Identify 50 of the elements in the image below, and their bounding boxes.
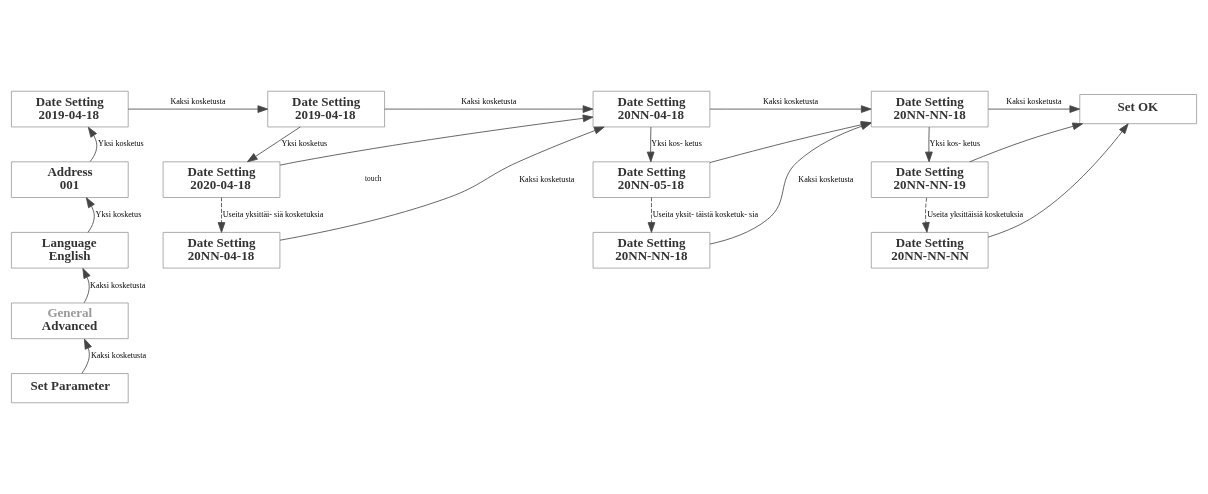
arrow bbox=[922, 197, 930, 233]
arrow bbox=[81, 338, 92, 374]
edge-label: Kaksi kosketusta bbox=[90, 280, 146, 290]
edge-label: Yksi kos- ketus bbox=[651, 139, 702, 149]
arrow bbox=[709, 105, 872, 113]
node-box: Date Setting 20NN-04-18 bbox=[162, 232, 281, 269]
label: touch bbox=[365, 174, 382, 184]
arrow bbox=[647, 197, 656, 233]
arrow bbox=[279, 126, 605, 241]
arrow bbox=[82, 267, 91, 304]
node-box: Date Setting 20NN-05-18 bbox=[592, 161, 711, 198]
edge-label: Kaksi kosketusta bbox=[90, 351, 147, 361]
node-box: Date Setting 20NN-04-18 bbox=[592, 90, 711, 128]
arrow bbox=[86, 197, 95, 233]
arrow bbox=[987, 105, 1081, 113]
edge-label: Kaksi kosketusta bbox=[519, 174, 575, 184]
node-box: Set OK bbox=[1079, 94, 1197, 125]
arrow bbox=[987, 123, 1129, 238]
node-box: Date Setting 2019-04-18 bbox=[267, 90, 385, 128]
arrow bbox=[969, 122, 1083, 163]
edge-label: Useita yksit- täistä kosketuk- sia bbox=[652, 209, 759, 219]
edge-label: Yksi kosketus bbox=[281, 139, 328, 149]
node-box: General Advanced bbox=[11, 302, 129, 340]
node-box: Date Setting 20NN-NN-18 bbox=[870, 90, 989, 128]
edge-label: Yksi kosketus bbox=[95, 209, 142, 219]
node-box: Date Setting 20NN-NN-NN bbox=[870, 232, 989, 269]
edge-label: Kaksi kosketusta bbox=[461, 97, 517, 107]
node-box: Address 001 bbox=[11, 161, 129, 198]
edge-label: Kaksi kosketusta bbox=[1006, 97, 1062, 107]
node-box: Language English bbox=[11, 232, 129, 269]
edge-label: Yksi kos- ketus bbox=[929, 139, 981, 149]
arrow bbox=[925, 126, 933, 163]
arrow bbox=[279, 114, 594, 166]
arrow bbox=[217, 197, 226, 233]
node-box: Set Parameter bbox=[11, 373, 129, 404]
edge-label: Kaksi kosketusta bbox=[798, 174, 854, 184]
node-box: Date Setting 2020-04-18 bbox=[162, 161, 281, 198]
edge-label: Useita yksittäi- siä kosketuksia bbox=[222, 209, 324, 219]
arrow bbox=[247, 126, 301, 163]
edge-label: Yksi kosketus bbox=[98, 139, 144, 149]
edge-label: Useita yksittäisiä kosketuksia bbox=[927, 209, 1024, 219]
node-box: Date Setting 20NN-NN-18 bbox=[592, 232, 711, 269]
arrow bbox=[127, 105, 269, 113]
node-box: Date Setting 2019-04-18 bbox=[11, 90, 129, 128]
edge-label: Kaksi kosketusta bbox=[762, 97, 819, 107]
arrow bbox=[384, 105, 594, 113]
arrow bbox=[646, 126, 655, 163]
arrow bbox=[87, 126, 98, 162]
node-box: Date Setting 20NN-NN-19 bbox=[870, 161, 989, 198]
edge-label: Kaksi kosketusta bbox=[170, 97, 226, 107]
